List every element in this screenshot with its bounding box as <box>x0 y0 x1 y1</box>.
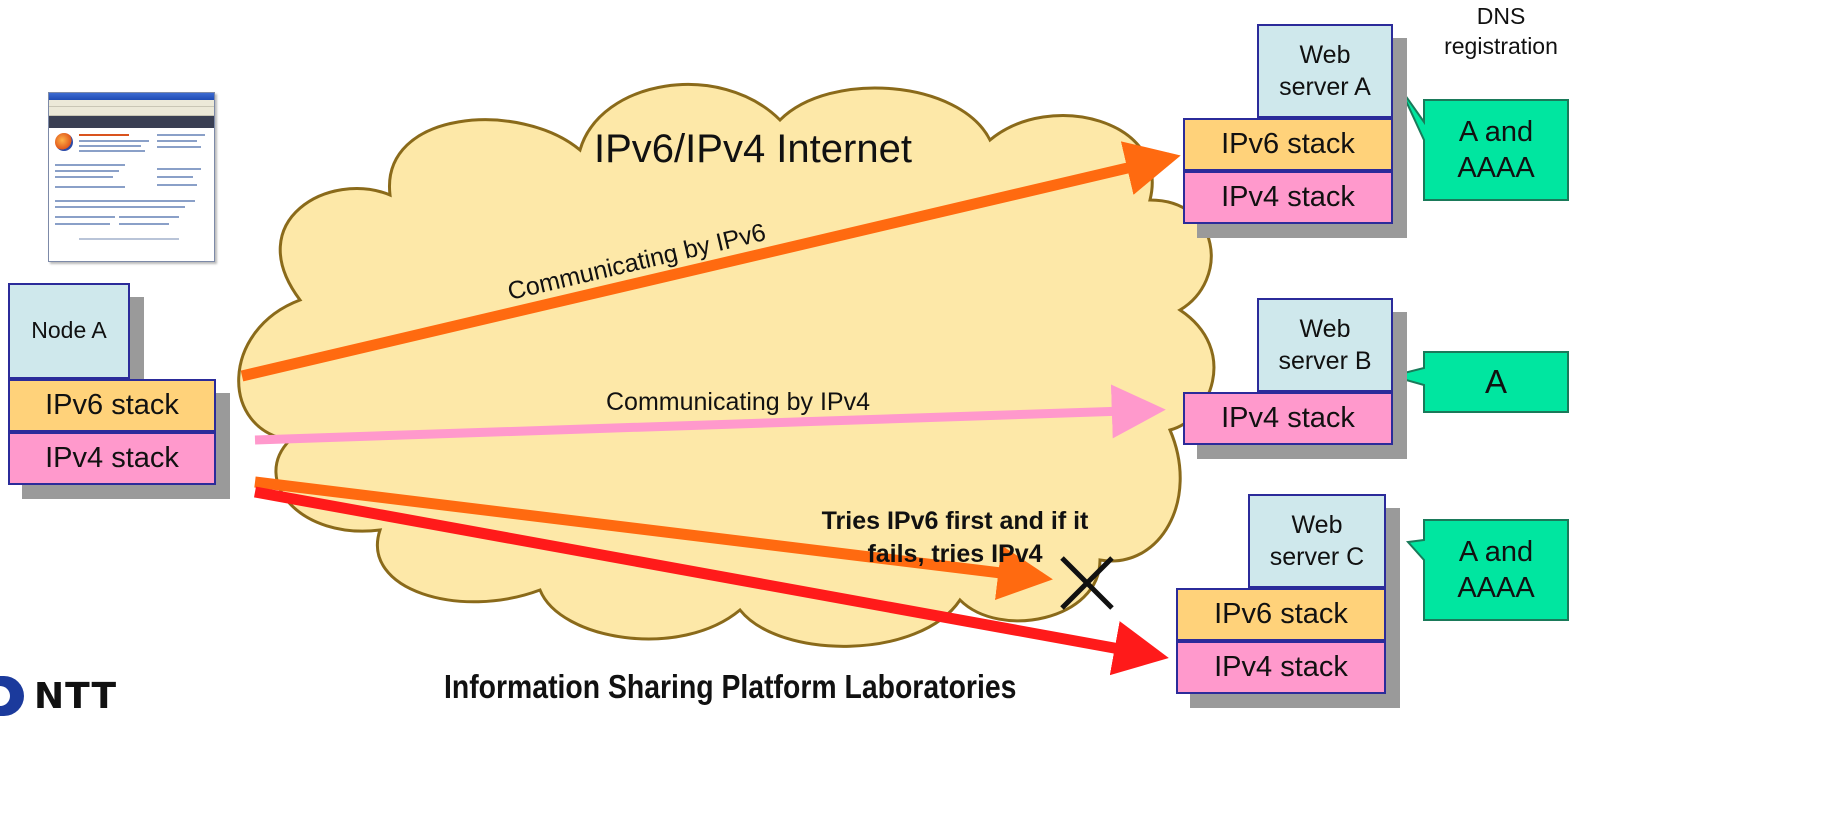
callout-server-a-text: A and AAAA <box>1457 115 1535 184</box>
label-fallback: Tries IPv6 first and if it fails, tries … <box>821 507 1089 568</box>
browser-titlebar <box>49 93 214 100</box>
arrow-fallback-ipv4 <box>254 486 1169 676</box>
server-b-ipv4-stack: IPv4 stack <box>1183 392 1393 445</box>
arrow-fallback-ipv6 <box>254 476 1053 600</box>
cloud-label: IPv6/IPv4 Internet <box>594 127 912 171</box>
callout-server-c-text: A and AAAA <box>1457 535 1535 604</box>
browser-screenshot <box>48 92 215 262</box>
ntt-mark-icon <box>0 676 24 716</box>
label-communicating-ipv4: Communicating by IPv4 <box>606 388 871 416</box>
browser-toolbar <box>49 107 214 116</box>
node-a-ipv6-stack: IPv6 stack <box>8 379 216 432</box>
arrow-ipv6 <box>240 141 1181 382</box>
browser-menubar <box>49 100 214 107</box>
server-a-label: Web server A <box>1257 24 1393 118</box>
callout-server-c <box>1405 519 1569 621</box>
node-a-label: Node A <box>8 283 130 379</box>
ntt-logo: NTT <box>0 673 117 719</box>
firefox-logo-icon <box>55 133 73 151</box>
ntt-logo-text: NTT <box>34 675 118 717</box>
footer-lab-name: Information Sharing Platform Laboratorie… <box>444 668 1017 705</box>
failure-x-mark <box>1060 556 1114 610</box>
server-c-label: Web server C <box>1248 494 1386 588</box>
callout-server-a <box>1399 87 1569 201</box>
arrow-ipv4 <box>254 384 1166 445</box>
server-c-ipv6-stack: IPv6 stack <box>1176 588 1386 641</box>
server-a-ipv4-stack: IPv4 stack <box>1183 171 1393 224</box>
dns-registration-heading: DNS registration <box>1444 3 1558 59</box>
callout-server-b-text: A <box>1484 363 1507 401</box>
server-c-ipv4-stack: IPv4 stack <box>1176 641 1386 694</box>
browser-page-body <box>49 128 214 248</box>
callout-server-b <box>1388 351 1569 413</box>
server-a-ipv6-stack: IPv6 stack <box>1183 118 1393 171</box>
server-b-label: Web server B <box>1257 298 1393 392</box>
browser-page-header <box>49 116 214 128</box>
node-a-ipv4-stack: IPv4 stack <box>8 432 216 485</box>
